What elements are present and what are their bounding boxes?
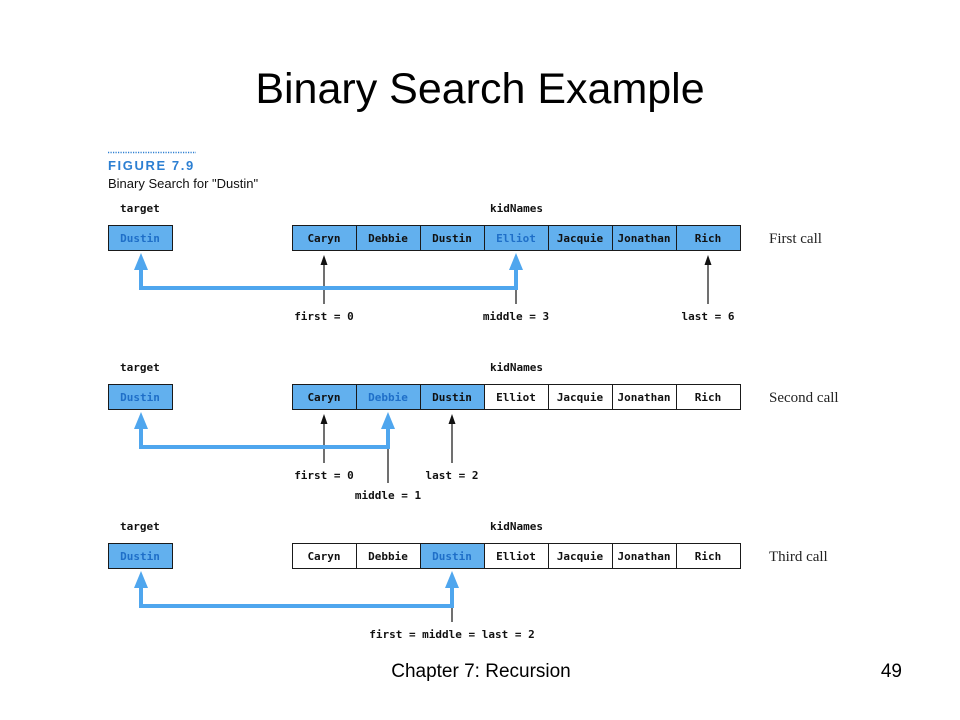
pointer-label: middle = 3 — [483, 310, 549, 323]
array-cell-value: Dustin — [432, 232, 472, 245]
pointer-arrow-head — [448, 414, 456, 424]
pointer-label: first = 0 — [294, 310, 354, 323]
pointer-label: first = middle = last = 2 — [369, 628, 535, 641]
array-cell — [484, 543, 549, 569]
array-cell-value: Dustin — [432, 391, 472, 404]
comparison-arrow-head-middle — [445, 571, 459, 588]
array-cell-value: Jonathan — [618, 391, 671, 404]
array-cell-value: Elliot — [496, 391, 536, 404]
pointer-arrow-head — [320, 255, 328, 265]
comparison-arrow-head-target — [134, 412, 148, 429]
array-cell-value: Caryn — [307, 550, 340, 563]
array-cell-value: Jonathan — [618, 550, 671, 563]
array-caption: kidNames — [490, 520, 543, 533]
array-cell-value: Debbie — [368, 391, 408, 404]
comparison-arrow-path — [139, 586, 454, 608]
pointer-label: middle = 1 — [355, 489, 422, 502]
comparison-arrow-head-target — [134, 571, 148, 588]
array-cell — [484, 384, 549, 410]
array-cell — [548, 225, 613, 251]
array-cell-value: Caryn — [307, 232, 340, 245]
array-cell — [612, 384, 677, 410]
array-cell — [612, 543, 677, 569]
target-value: Dustin — [120, 550, 160, 563]
figure-label: FIGURE 7.9 — [108, 158, 195, 173]
call-label: Third call — [769, 549, 828, 565]
pointer-arrow-head — [320, 414, 328, 424]
comparison-arrow-path — [139, 268, 518, 290]
array-cell — [420, 384, 485, 410]
array-cell-value: Jacquie — [557, 391, 604, 404]
array-cell — [292, 543, 357, 569]
array-cell — [548, 384, 613, 410]
comparison-arrow-head-target — [134, 253, 148, 270]
array-cell — [612, 225, 677, 251]
target-caption: target — [120, 361, 160, 374]
comparison-arrow-head-middle — [381, 412, 395, 429]
pointer-arrow-head — [704, 255, 712, 265]
array-cell-value: Caryn — [307, 391, 340, 404]
page-number: 49 — [880, 661, 902, 682]
target-box — [108, 384, 173, 410]
array-cell — [676, 543, 741, 569]
array-cell-value: Jacquie — [557, 232, 604, 245]
array-cell-value: Debbie — [368, 232, 408, 245]
array-cell-value: Rich — [695, 391, 722, 404]
array-cell — [548, 543, 613, 569]
call-label: First call — [769, 231, 822, 247]
array-cell — [420, 543, 485, 569]
target-value: Dustin — [120, 232, 160, 245]
array-cell-value: Elliot — [496, 232, 536, 245]
array-cell — [292, 384, 357, 410]
pointer-label: last = 6 — [682, 310, 735, 323]
array-cell-value: Dustin — [432, 550, 472, 563]
target-caption: target — [120, 520, 160, 533]
array-cell — [356, 384, 421, 410]
array-cell-value: Rich — [695, 550, 722, 563]
slide-title: Binary Search Example — [255, 65, 705, 113]
array-cell — [356, 543, 421, 569]
figure-caption: Binary Search for "Dustin" — [108, 176, 259, 191]
comparison-arrow-path — [139, 427, 390, 449]
array-cell-value: Elliot — [496, 550, 536, 563]
target-box — [108, 225, 173, 251]
pointer-label: first = 0 — [294, 469, 354, 482]
array-caption: kidNames — [490, 361, 543, 374]
pointer-label: last = 2 — [426, 469, 479, 482]
array-cell — [356, 225, 421, 251]
slide-footer: Chapter 7: Recursion — [391, 661, 571, 682]
array-cell-value: Jonathan — [618, 232, 671, 245]
comparison-arrow-head-middle — [509, 253, 523, 270]
array-cell — [484, 225, 549, 251]
array-cell — [676, 384, 741, 410]
array-cell-value: Rich — [695, 232, 722, 245]
array-cell — [676, 225, 741, 251]
array-cell-value: Jacquie — [557, 550, 604, 563]
target-caption: target — [120, 202, 160, 215]
call-label: Second call — [769, 390, 839, 406]
target-box — [108, 543, 173, 569]
target-value: Dustin — [120, 391, 160, 404]
array-cell — [420, 225, 485, 251]
array-caption: kidNames — [490, 202, 543, 215]
array-cell-value: Debbie — [368, 550, 408, 563]
